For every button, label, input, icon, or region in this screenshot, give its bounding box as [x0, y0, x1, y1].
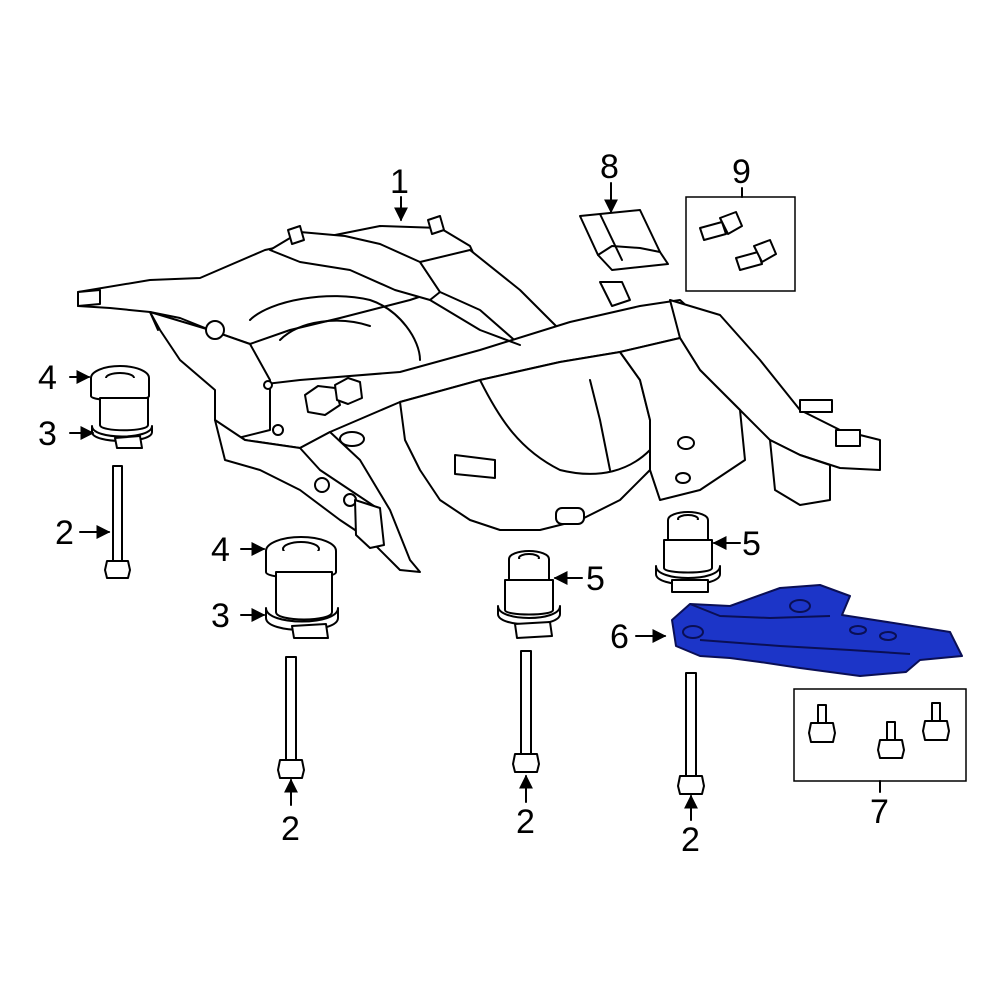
bolt-icon [735, 239, 777, 271]
callout-5-center: 5 [586, 560, 605, 598]
bolt-left-top[interactable] [104, 465, 131, 579]
bolt-set-7[interactable] [793, 688, 967, 782]
callout-4-left: 4 [38, 359, 57, 397]
bolt-icon [699, 211, 743, 241]
callout-6: 6 [610, 618, 629, 656]
callout-1: 1 [390, 163, 409, 201]
callout-2-bottom-center: 2 [516, 803, 535, 841]
bracket-part[interactable] [579, 209, 669, 271]
upper-bushing-left-small[interactable] [90, 365, 150, 402]
bolt-set-9[interactable] [685, 196, 796, 292]
skid-plate-highlighted[interactable] [671, 584, 963, 677]
bushing-center[interactable] [497, 550, 561, 639]
callout-4-mid: 4 [211, 531, 230, 569]
bolt-left-bottom[interactable] [277, 656, 305, 779]
lower-bushing-left-small[interactable] [91, 397, 153, 449]
bolt-icon [922, 702, 950, 741]
callout-9: 9 [732, 153, 751, 191]
callout-3-left: 3 [38, 415, 57, 453]
leader-lines [69, 182, 881, 821]
callout-3-mid: 3 [211, 597, 230, 635]
bolt-right[interactable] [677, 672, 705, 795]
bolt-icon [877, 721, 905, 759]
lower-bushing-left-large[interactable] [265, 571, 339, 639]
callout-5-right: 5 [742, 525, 761, 563]
callout-2-left: 2 [55, 514, 74, 552]
callout-2-bottom-left: 2 [281, 810, 300, 848]
callout-8: 8 [600, 148, 619, 186]
bushing-right[interactable] [655, 511, 721, 593]
bolt-center[interactable] [512, 650, 540, 773]
subframe-part[interactable] [77, 215, 881, 573]
bolt-icon [808, 704, 836, 743]
callout-2-bottom-right: 2 [681, 821, 700, 859]
callout-7: 7 [870, 793, 889, 831]
